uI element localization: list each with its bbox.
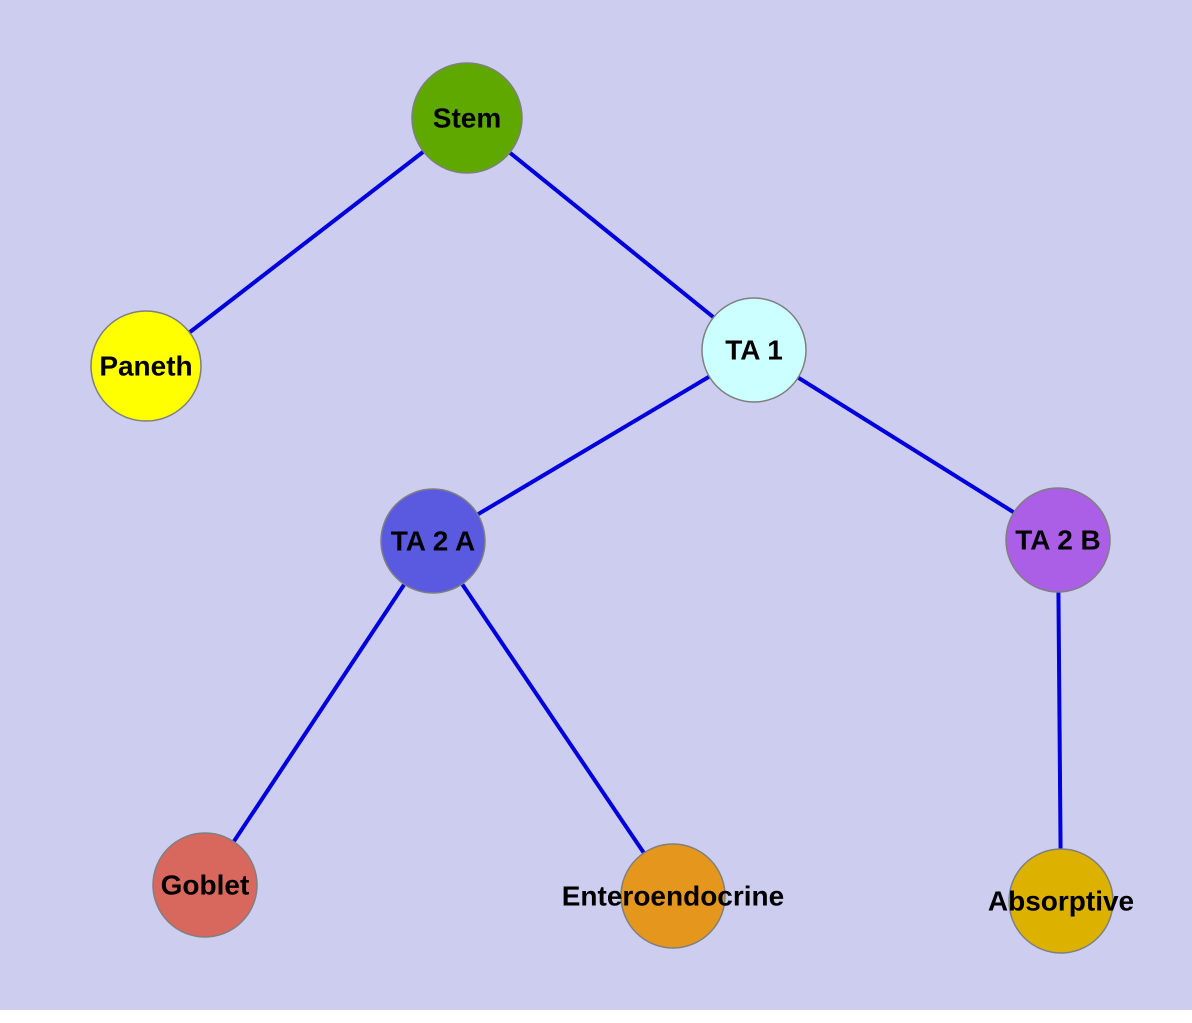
edge-stem-to-ta-1 xyxy=(465,116,756,352)
node-absorptive: Absorptive xyxy=(988,848,1134,954)
edge-ta-2-b-to-absorptive xyxy=(1056,539,1063,902)
node-circle-absorptive xyxy=(1008,848,1114,954)
node-ta-1: TA 1 xyxy=(701,297,807,403)
node-ta-2-b: TA 2 B xyxy=(1005,487,1111,593)
node-stem: Stem xyxy=(411,62,523,174)
edge-ta-1-to-ta-2-b xyxy=(752,348,1060,542)
node-goblet: Goblet xyxy=(152,832,258,938)
node-circle-ta-1 xyxy=(701,297,807,403)
edges-layer xyxy=(144,116,1063,902)
node-circle-ta-2-a xyxy=(380,488,486,594)
node-circle-ta-2-b xyxy=(1005,487,1111,593)
edge-ta-1-to-ta-2-a xyxy=(431,348,756,543)
edge-ta-2-a-to-goblet xyxy=(203,539,435,887)
node-paneth: Paneth xyxy=(90,310,202,422)
node-circle-enteroendocrine xyxy=(620,843,726,949)
node-enteroendocrine: Enteroendocrine xyxy=(562,843,784,949)
edge-ta-2-a-to-enteroendocrine xyxy=(431,539,675,898)
node-ta-2-a: TA 2 A xyxy=(380,488,486,594)
node-circle-goblet xyxy=(152,832,258,938)
node-circle-stem xyxy=(411,62,523,174)
edge-stem-to-paneth xyxy=(144,116,469,368)
node-circle-paneth xyxy=(90,310,202,422)
